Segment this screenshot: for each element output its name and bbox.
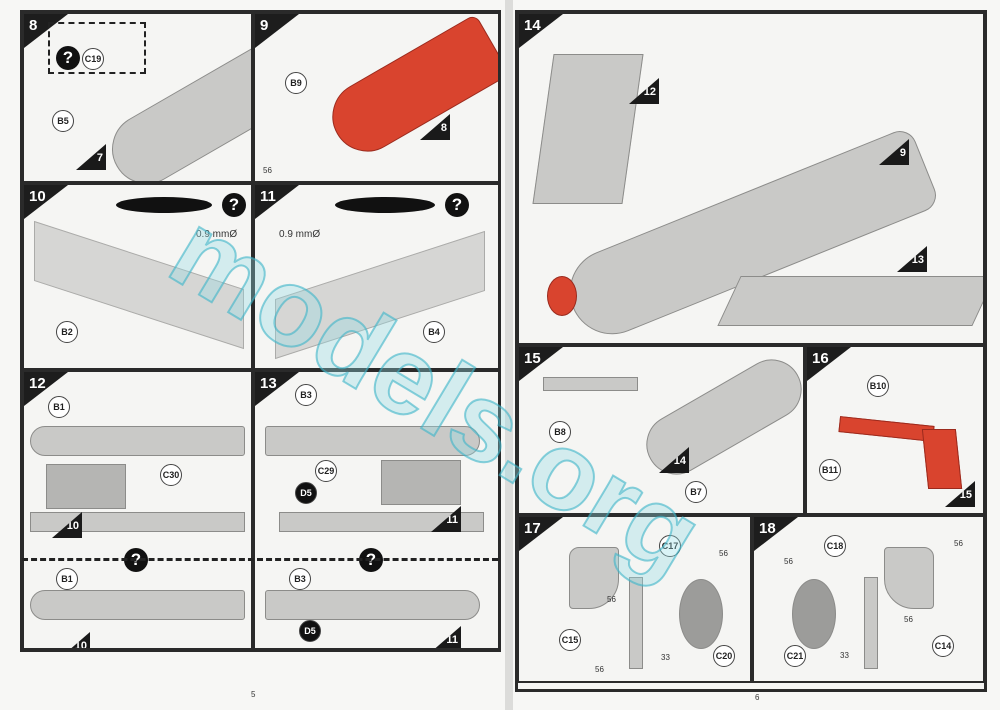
nose-painted-drawing [319,14,498,165]
paint-number: 56 [719,549,728,558]
question-icon: ? [222,193,246,217]
paint-number: 56 [784,557,793,566]
paint-number: 56 [607,595,616,604]
step-number: 17 [519,517,563,551]
rear-fuselage-drawing [635,348,803,486]
wing-upper-drawing [30,590,245,620]
page-number: 6 [755,693,760,702]
step-number: 9 [255,14,299,48]
step-14-panel: 14 12 9 13 [517,12,985,345]
step-number: 13 [255,372,299,406]
step-10-panel: 10 ? 0.9 mmØ B2 [22,183,253,370]
step-13-panel: 13 B3 C29 D5 11 ? B3 D5 11 [253,370,500,650]
step-number: 10 [24,185,68,219]
right-page: 14 12 9 13 15 B8 14 B7 16 B10 B11 15 17 … [513,0,1000,710]
callout-b8: B8 [549,421,571,443]
step-ref: 13 [897,246,927,272]
callout-c18: C18 [824,535,846,557]
fin-red-drawing [921,429,963,489]
callout-d5: D5 [295,482,317,504]
wing-drawing [532,54,644,204]
callout-c20: C20 [713,645,735,667]
tailplane-drawing [543,377,638,391]
step-12-panel: 12 B1 C30 10 ? B1 10 [22,370,253,650]
step-11-panel: 11 ? 0.9 mmØ B4 [253,183,500,370]
callout-b2: B2 [56,321,78,343]
callout-c21: C21 [784,645,806,667]
step-number: 14 [519,14,563,48]
step-15-panel: 15 B8 14 B7 [517,345,805,515]
wing-drawing [717,276,983,326]
step-number: 16 [807,347,851,381]
question-icon: ? [56,46,80,70]
detail-inset [381,460,461,505]
step-16-panel: 16 B10 B11 15 [805,345,985,515]
callout-c30: C30 [160,464,182,486]
drill-size: 0.9 mmØ [196,229,238,240]
callout-c15: C15 [559,629,581,651]
callout-b3: B3 [295,384,317,406]
gear-door-drawing [884,547,934,609]
paint-number: 56 [263,166,272,175]
wing-lower-drawing [275,230,485,360]
wing-upper-drawing [265,590,480,620]
wheel-drawing [679,579,723,649]
detail-inset [46,464,126,509]
callout-b9: B9 [285,72,307,94]
wing-lower-drawing [279,512,484,532]
paint-number: 56 [904,615,913,624]
callout-b5: B5 [52,110,74,132]
paint-number: 56 [595,665,604,674]
step-ref: 7 [76,144,106,170]
nose-ring-drawing [547,276,577,316]
step-18-panel: 18 C18 56 56 56 C21 33 C14 [752,515,985,683]
wing-silhouette-icon [116,197,212,213]
step-ref: 10 [60,632,90,648]
callout-c17: C17 [659,535,681,557]
optional-divider [22,558,498,561]
step-number: 15 [519,347,563,381]
wing-silhouette-icon [335,197,435,213]
step-17-panel: 17 C17 56 56 C15 56 33 C20 [517,515,752,683]
tailplane-red-drawing [838,416,935,442]
wheel-drawing [792,579,836,649]
wing-upper-drawing [265,426,480,456]
step-number: 11 [255,185,299,219]
question-icon: ? [445,193,469,217]
step-number: 18 [754,517,798,551]
optional-box [48,22,146,74]
callout-c19: C19 [82,48,104,70]
callout-b3: B3 [289,568,311,590]
gear-leg-drawing [629,577,643,669]
gear-door-drawing [569,547,619,609]
paint-number: 33 [840,651,849,660]
callout-b4: B4 [423,321,445,343]
callout-b7: B7 [685,481,707,503]
callout-b11: B11 [819,459,841,481]
step-9-panel: 9 B9 56 8 [253,12,500,183]
callout-c14: C14 [932,635,954,657]
callout-c29: C29 [315,460,337,482]
paint-number: 56 [954,539,963,548]
step-8-panel: 8 ? C19 B5 7 [22,12,253,183]
step-ref: 11 [431,626,461,648]
page-number: 5 [251,690,256,699]
page-gutter [505,0,513,710]
callout-d5: D5 [299,620,321,642]
callout-b1: B1 [48,396,70,418]
callout-b1: B1 [56,568,78,590]
wing-upper-drawing [30,426,245,456]
gear-leg-drawing [864,577,878,669]
drill-size: 0.9 mmØ [279,229,321,240]
callout-b10: B10 [867,375,889,397]
left-page: 8 ? C19 B5 7 9 B9 56 8 10 ? 0.9 mmØ B2 1… [20,10,501,699]
wing-lower-drawing [30,512,245,532]
paint-number: 33 [661,653,670,662]
